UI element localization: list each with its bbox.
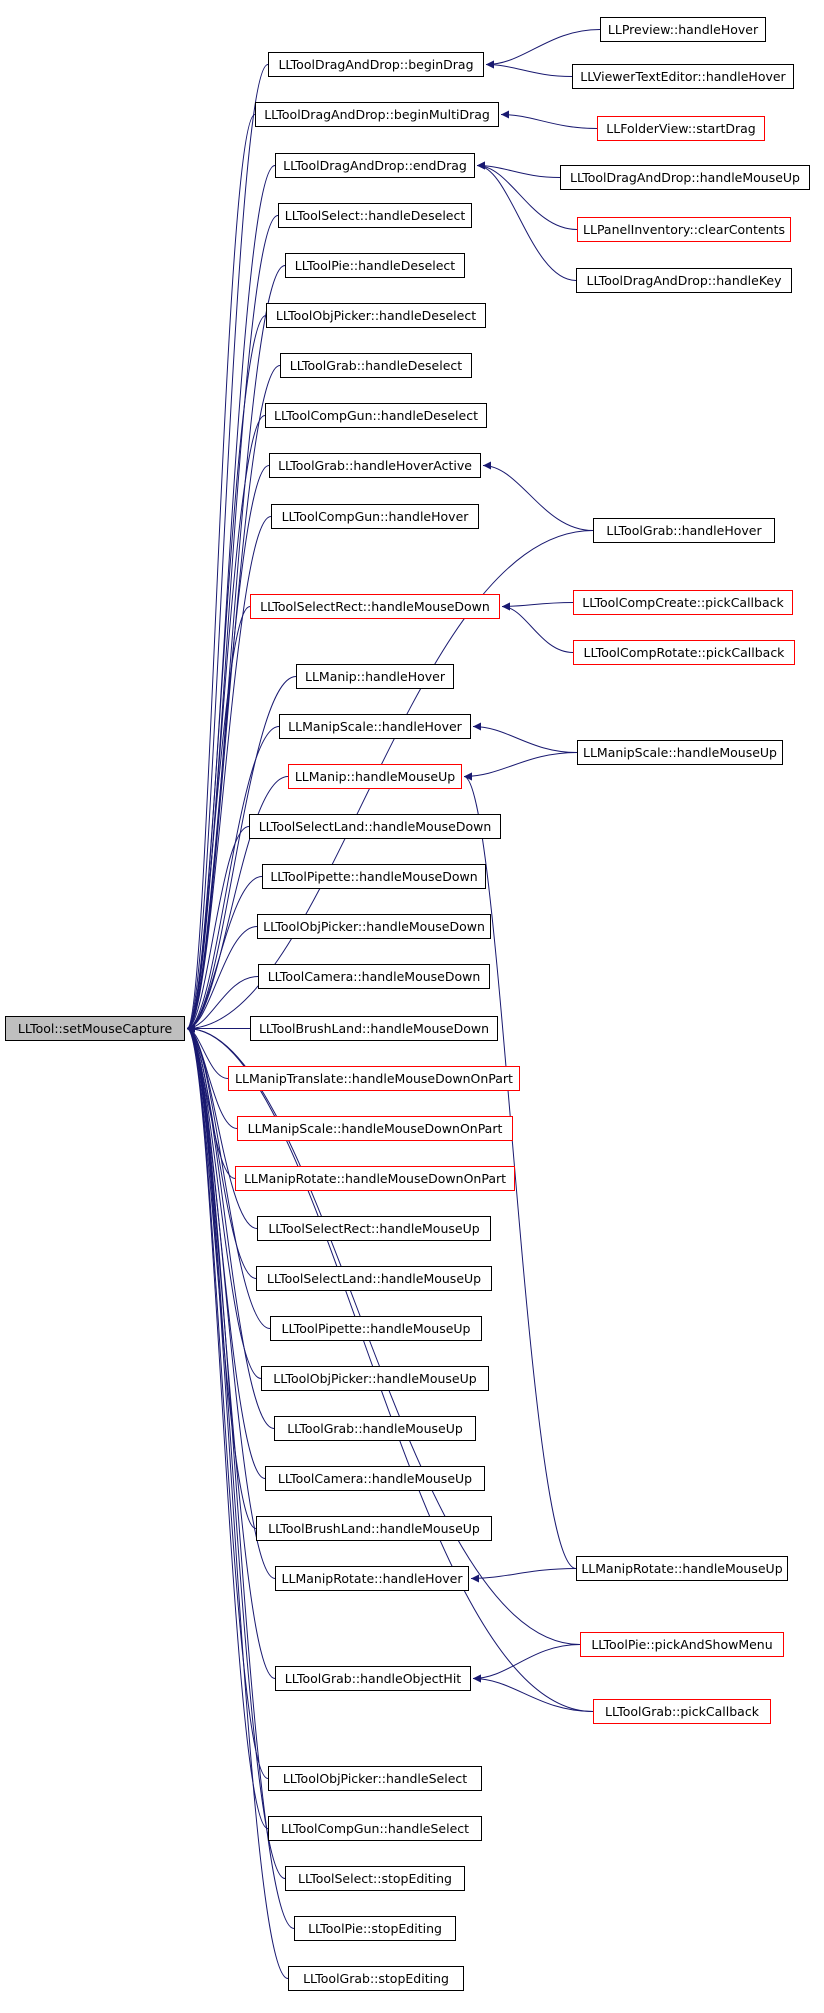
node-pie-stop[interactable]: LLToolPie::stopEditing <box>294 1916 456 1941</box>
edge-selland-down-to-root <box>186 826 250 1033</box>
edge-cam-up-to-root <box>186 1024 266 1479</box>
edge-pip-down-to-root <box>186 876 263 1033</box>
node-sel-stop[interactable]: LLToolSelect::stopEditing <box>285 1866 465 1891</box>
node-mrot-hover[interactable]: LLManipRotate::handleHover <box>275 1566 469 1591</box>
node-root: LLTool::setMouseCapture <box>5 1016 185 1041</box>
node-dnd-mouseup[interactable]: LLToolDragAndDrop::handleMouseUp <box>560 165 810 190</box>
edge-grab-stop-to-root <box>186 1024 289 1979</box>
edge-comp-hover-to-root <box>186 516 272 1033</box>
node-mrot-part[interactable]: LLManipRotate::handleMouseDownOnPart <box>235 1166 515 1191</box>
node-grab-hover[interactable]: LLToolGrab::handleHover <box>593 518 775 543</box>
node-cam-up[interactable]: LLToolCamera::handleMouseUp <box>265 1466 485 1491</box>
edge-preview-hover-to-dnd-begin <box>485 29 601 69</box>
node-pie-pick[interactable]: LLToolPie::pickAndShowMenu <box>580 1632 784 1657</box>
edge-selrect-down-to-root <box>186 606 251 1033</box>
node-manipscale-hover[interactable]: LLManipScale::handleHover <box>279 714 471 739</box>
node-selrect-up[interactable]: LLToolSelectRect::handleMouseUp <box>257 1216 491 1241</box>
node-grab-stop[interactable]: LLToolGrab::stopEditing <box>288 1966 464 1991</box>
node-grab-pick[interactable]: LLToolGrab::pickCallback <box>593 1699 771 1724</box>
edge-dnd-key-to-dnd-end <box>476 161 577 281</box>
edge-objp-select-to-root <box>186 1024 269 1779</box>
edge-ccreate-pick-to-selrect-down <box>501 602 574 611</box>
node-inv-clear[interactable]: LLPanelInventory::clearContents <box>577 217 791 242</box>
edge-manipscale-hover-to-root <box>186 726 280 1033</box>
edge-comp-select-to-root <box>186 1024 269 1829</box>
node-dnd-begin[interactable]: LLToolDragAndDrop::beginDrag <box>268 52 484 77</box>
node-pip-up[interactable]: LLToolPipette::handleMouseUp <box>270 1316 482 1341</box>
node-mtrans-part[interactable]: LLManipTranslate::handleMouseDownOnPart <box>228 1066 520 1091</box>
node-selrect-down[interactable]: LLToolSelectRect::handleMouseDown <box>250 594 500 619</box>
edge-pie-pick-to-grab-objhit <box>472 1644 581 1683</box>
edge-crotate-pick-to-selrect-down <box>501 602 574 653</box>
node-vte-hover[interactable]: LLViewerTextEditor::handleHover <box>572 64 794 89</box>
edge-mscale-up-to-manipscale-hover <box>472 722 578 753</box>
edge-dnd-begin-to-root <box>186 64 269 1033</box>
edge-mrot-up-to-mrot-hover <box>470 1568 577 1583</box>
edge-grab-up-to-root <box>186 1024 275 1429</box>
edge-pip-up-to-root <box>186 1024 271 1329</box>
node-comp-hover[interactable]: LLToolCompGun::handleHover <box>271 504 479 529</box>
edge-folder-drag-to-dnd-beginmulti <box>500 110 598 129</box>
node-cam-down[interactable]: LLToolCamera::handleMouseDown <box>258 964 490 989</box>
node-objp-select[interactable]: LLToolObjPicker::handleSelect <box>268 1766 482 1791</box>
node-crotate-pick[interactable]: LLToolCompRotate::pickCallback <box>573 640 795 665</box>
node-sel-desel[interactable]: LLToolSelect::handleDeselect <box>278 203 472 228</box>
node-mscale-part[interactable]: LLManipScale::handleMouseDownOnPart <box>237 1116 513 1141</box>
node-mrot-up[interactable]: LLManipRotate::handleMouseUp <box>576 1556 788 1581</box>
edge-dnd-beginmulti-to-root <box>186 114 256 1033</box>
edge-mscale-up-to-manip-up <box>463 752 578 781</box>
edge-objp-up-to-root <box>186 1024 262 1379</box>
node-selland-down[interactable]: LLToolSelectLand::handleMouseDown <box>249 814 501 839</box>
node-grab-desel[interactable]: LLToolGrab::handleDeselect <box>280 353 472 378</box>
edge-vte-hover-to-dnd-begin <box>485 60 573 77</box>
node-pip-down[interactable]: LLToolPipette::handleMouseDown <box>262 864 486 889</box>
edge-grab-hover-to-grab-hoveract <box>482 461 594 531</box>
edge-objp-down-to-root <box>186 926 258 1033</box>
node-comp-select[interactable]: LLToolCompGun::handleSelect <box>268 1816 482 1841</box>
edge-pie-stop-to-root <box>186 1024 295 1929</box>
node-selland-up[interactable]: LLToolSelectLand::handleMouseUp <box>256 1266 492 1291</box>
node-manip-up[interactable]: LLManip::handleMouseUp <box>288 764 462 789</box>
node-objp-down[interactable]: LLToolObjPicker::handleMouseDown <box>257 914 491 939</box>
node-manip-hover[interactable]: LLManip::handleHover <box>296 664 454 689</box>
node-objp-up[interactable]: LLToolObjPicker::handleMouseUp <box>261 1366 489 1391</box>
node-objp-desel[interactable]: LLToolObjPicker::handleDeselect <box>266 303 486 328</box>
node-dnd-key[interactable]: LLToolDragAndDrop::handleKey <box>576 268 792 293</box>
node-dnd-beginmulti[interactable]: LLToolDragAndDrop::beginMultiDrag <box>255 102 499 127</box>
edge-grab-hoveract-to-root <box>186 465 270 1033</box>
node-brush-down[interactable]: LLToolBrushLand::handleMouseDown <box>250 1016 498 1041</box>
edge-dnd-mouseup-to-dnd-end <box>476 161 561 178</box>
edge-grab-pick-to-grab-objhit <box>472 1674 594 1712</box>
node-grab-up[interactable]: LLToolGrab::handleMouseUp <box>274 1416 476 1441</box>
node-folder-drag[interactable]: LLFolderView::startDrag <box>597 116 765 141</box>
node-mscale-up[interactable]: LLManipScale::handleMouseUp <box>577 740 783 765</box>
edge-sel-desel-to-root <box>186 215 279 1033</box>
node-brush-up[interactable]: LLToolBrushLand::handleMouseUp <box>256 1516 492 1541</box>
node-grab-objhit[interactable]: LLToolGrab::handleObjectHit <box>275 1666 471 1691</box>
edge-inv-clear-to-dnd-end <box>476 161 578 230</box>
edge-mrot-hover-to-root <box>186 1024 276 1579</box>
node-preview-hover[interactable]: LLPreview::handleHover <box>600 17 766 42</box>
node-dnd-end[interactable]: LLToolDragAndDrop::endDrag <box>275 153 475 178</box>
node-grab-hoveract[interactable]: LLToolGrab::handleHoverActive <box>269 453 481 478</box>
node-pie-desel[interactable]: LLToolPie::handleDeselect <box>285 253 465 278</box>
node-comp-desel[interactable]: LLToolCompGun::handleDeselect <box>265 403 487 428</box>
node-ccreate-pick[interactable]: LLToolCompCreate::pickCallback <box>573 590 793 615</box>
edge-manip-hover-to-root <box>186 676 297 1033</box>
